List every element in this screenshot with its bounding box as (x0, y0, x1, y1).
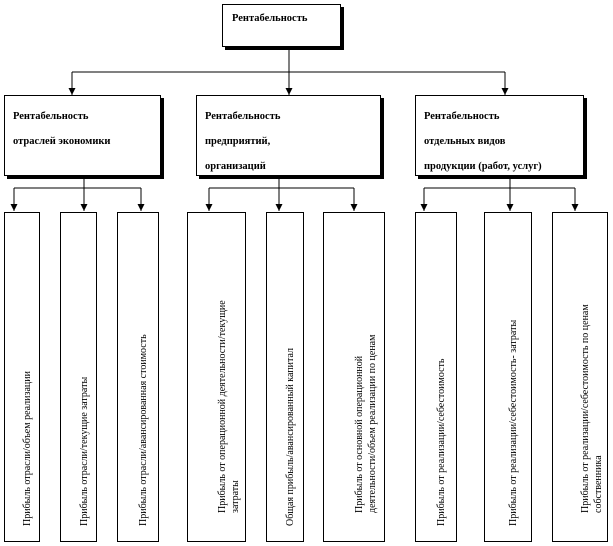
root-label: Рентабельность (232, 13, 308, 24)
leaf-box: Прибыль от реализации/себестоимость- зат… (484, 212, 532, 542)
category-label: отраслей экономики (13, 136, 111, 147)
leaf-label: Прибыль от реализации/себестоимость- зат… (508, 319, 519, 526)
leaf-box: Прибыль от основной операционной деятель… (323, 212, 385, 542)
leaf-label: затраты (229, 480, 240, 513)
category-label: Рентабельность (424, 111, 500, 122)
leaf-label: Прибыль отрасли/авансированная стоимость (138, 333, 149, 526)
leaf-box: Прибыль от операционной деятельности/тек… (187, 212, 246, 542)
root-node: Рентабельность (222, 4, 341, 47)
leaf-label: Прибыль отрасли/текущие затраты (78, 376, 90, 526)
leaf-label: Прибыль от операционной деятельности/тек… (216, 300, 228, 513)
category-label: Рентабельность (13, 111, 89, 122)
leaf-box: Прибыль отрасли/объем реализации (4, 212, 40, 542)
category-enterprises: Рентабельность предприятий, организаций (196, 95, 381, 176)
category-products: Рентабельность отдельных видов продукции… (415, 95, 584, 176)
category-label: Рентабельность (205, 111, 281, 122)
leaf-label: собственника (592, 455, 604, 513)
category-label: продукции (работ, услуг) (424, 161, 542, 172)
leaf-label: деятельности/объем реализации по ценам (366, 334, 378, 513)
leaf-box: Прибыль отрасли/текущие затраты (60, 212, 97, 542)
category-label: отдельных видов (424, 136, 506, 147)
leaf-label: Общая прибыль/авансированный капитал (285, 347, 296, 526)
leaf-label: Прибыль от реализации/себестоимость (436, 358, 447, 526)
leaf-label: Прибыль от основной операционной (354, 355, 365, 513)
leaf-box: Прибыль от реализации/себестоимость по ц… (552, 212, 608, 542)
category-industries: Рентабельность отраслей экономики (4, 95, 161, 176)
leaf-label: Прибыль от реализации/себестоимость по ц… (580, 304, 591, 513)
category-label: организаций (205, 161, 266, 172)
leaf-box: Общая прибыль/авансированный капитал (266, 212, 304, 542)
category-label: предприятий, (205, 136, 271, 147)
leaf-label: Прибыль отрасли/объем реализации (22, 370, 33, 526)
leaf-box: Прибыль отрасли/авансированная стоимость (117, 212, 159, 542)
leaf-box: Прибыль от реализации/себестоимость (415, 212, 457, 542)
